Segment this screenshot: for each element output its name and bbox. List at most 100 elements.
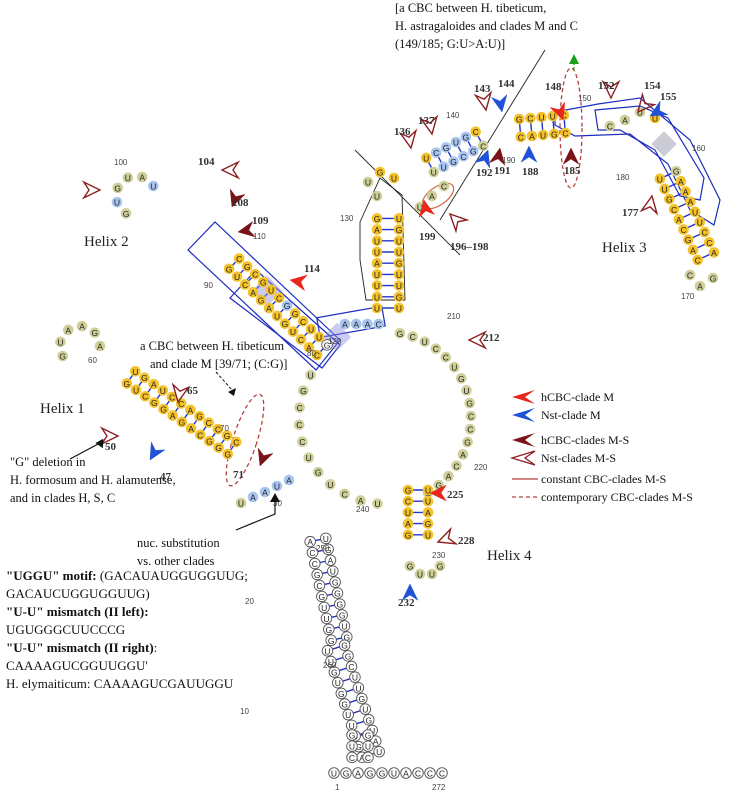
nucleotide-circle [241, 261, 253, 272]
nucleotide-letter: C [706, 238, 712, 248]
nucleotide-circle [394, 328, 406, 339]
nucleotide-circle [223, 263, 235, 275]
nucleotide-letter: G [206, 437, 213, 447]
nucleotide-letter: G [462, 132, 469, 142]
nucleotide-letter: G [334, 589, 341, 599]
nucleotide-letter: A [65, 325, 71, 335]
nucleotide-circle [295, 334, 307, 345]
nuc-substitution-line1: nuc. substitution [137, 536, 220, 550]
cbc-mid-line2: and clade M [39/71; (C:G)] [150, 357, 287, 371]
nucleotide-circle [393, 269, 405, 280]
position-label: 230 [432, 551, 446, 560]
nucleotide-letter: G [324, 340, 331, 350]
stem-lower-b-right-nucleotide: U [349, 671, 361, 683]
stem-lower-a-right-nucleotide: G [329, 576, 341, 588]
nucleotide-letter: C [197, 430, 203, 440]
nucleotide-circle [111, 196, 123, 208]
nucleotide-circle [297, 316, 309, 327]
nucleotide-letter: A [353, 320, 359, 330]
nucleotide-letter: A [374, 259, 380, 269]
nucleotide-circle [263, 302, 275, 314]
helix1-loop-nucleotide: A [62, 324, 74, 335]
nucleotide-letter: U [652, 114, 658, 124]
mutation-marker-icon [649, 100, 669, 117]
legend-nst-m-label: Nst-clade M [541, 408, 601, 422]
stem-lower-c-right-nucleotide: C [362, 751, 374, 764]
multiloop-nucleotide: A [457, 449, 469, 460]
nucleotide-circle [346, 729, 358, 741]
nucleotide-circle [371, 246, 383, 258]
nucleotide-circle [393, 224, 405, 235]
helix4-left-nucleotide: U [402, 507, 414, 518]
position-label: 160 [692, 144, 706, 153]
helix4-right-nucleotide: G [422, 518, 434, 529]
nucleotide-letter: G [405, 486, 412, 496]
nucleotide-letter: U [331, 769, 337, 779]
nucleotide-letter: U [234, 272, 240, 282]
nucleotide-circle [342, 650, 354, 662]
nucleotide-letter: U [429, 570, 435, 580]
nucleotide-circle [271, 480, 283, 492]
nucleotide-circle [320, 612, 333, 625]
helix3-box-inner [594, 105, 705, 201]
stem-lower-b-left-nucleotide: G [338, 698, 351, 710]
nucleotide-circle [355, 495, 366, 506]
nucleotide-circle [359, 703, 372, 715]
mutation-marker-icon [419, 114, 439, 136]
position-label: 130 [340, 214, 354, 223]
nucleotide-letter: U [374, 304, 380, 314]
nucleotide-letter: U [324, 646, 330, 656]
mutation-marker-icon [490, 93, 508, 113]
nucleotide-letter: G [450, 157, 457, 167]
nucleotide-circle [340, 767, 352, 779]
nucleotide-circle [298, 385, 309, 397]
stem-lower-c-left-nucleotide: G [346, 729, 358, 741]
nucleotide-circle [338, 698, 351, 710]
nucleotide-layer: GCUCCUGUGCCGACAGGUACUGUCCCGUGUUCGGCUGCGC… [55, 106, 720, 779]
nucleotide-letter: U [374, 248, 380, 258]
nucleotide-letter: A [306, 343, 312, 353]
nucleotide-circle [289, 308, 301, 319]
nucleotide-letter: A [355, 769, 361, 779]
helix3-turn-nucleotide: U [634, 106, 646, 118]
nucleotide-circle [185, 404, 196, 416]
stem-lower-c-right-nucleotide: G [362, 729, 374, 741]
nucleotide-letter: U [431, 168, 437, 178]
nucleotide-circle [373, 318, 384, 330]
shaded-square-3 [651, 131, 677, 157]
nucleotide-letter: U [540, 131, 546, 141]
stem-lower-a-left-nucleotide: U [318, 601, 330, 614]
helix2-loop-nucleotide: U [111, 196, 123, 208]
nucleotide-letter: G [355, 742, 362, 752]
multiloop-nucleotide: U [449, 361, 460, 373]
helix2-right-nucleotide: U [287, 326, 299, 337]
nucleotide-letter: C [276, 293, 282, 303]
nucleotide-letter: U [425, 486, 431, 496]
nucleotide-letter: U [657, 174, 663, 184]
nucleotide-letter: G [365, 731, 372, 741]
nucleotide-circle [345, 660, 358, 673]
nucleotide-letter: A [139, 172, 145, 182]
nucleotide-letter: A [711, 248, 717, 258]
nucleotide-circle [462, 436, 473, 448]
helix3-arm-right-nucleotide: C [430, 147, 442, 158]
nucleotide-circle [312, 466, 324, 478]
nucleotide-circle [404, 560, 416, 572]
cbc-top-line3: (149/185; G:U>A:U)] [395, 37, 505, 51]
helix2-loop-nucleotide: G [112, 182, 124, 193]
nucleotide-letter: C [236, 254, 242, 264]
marker-number: 137 [418, 115, 435, 127]
nucleotide-circle [239, 279, 251, 290]
position-label: 110 [253, 232, 266, 241]
nucleotide-letter: A [688, 197, 694, 207]
helix3-base-right-nucleotide: A [371, 224, 383, 235]
nucleotide-letter: G [343, 632, 350, 642]
nucleotide-circle [362, 729, 374, 741]
nucleotide-letter: A [342, 320, 348, 330]
nucleotide-letter: C [309, 548, 315, 558]
helix2-left-nucleotide: C [273, 292, 285, 303]
helix3-junction-nucleotide: A [426, 190, 438, 202]
nucleotide-circle [424, 767, 436, 779]
stem-lower-b-left-nucleotide: G [328, 666, 341, 678]
nucleotide-letter: A [188, 424, 194, 434]
